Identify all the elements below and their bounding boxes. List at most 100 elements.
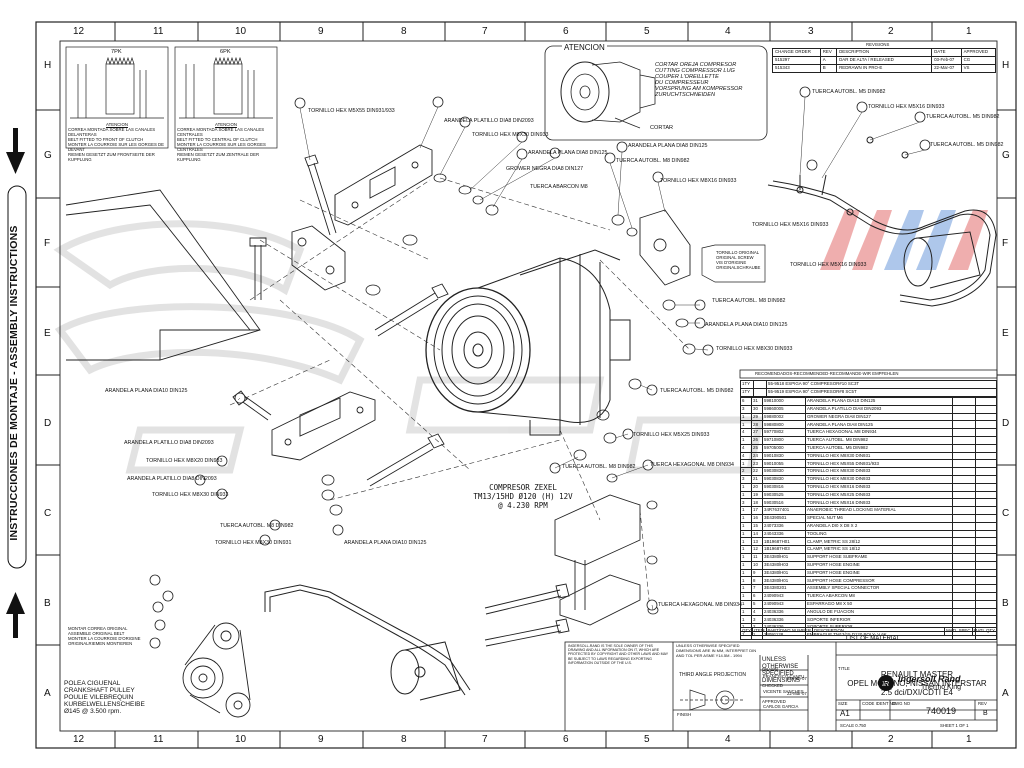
bom-cell: 1 [740, 435, 752, 445]
drawn-by: FRANCISCO CANTU [763, 674, 805, 679]
bom-cell: 59810000 [762, 397, 806, 406]
bom-cell: 3E4380201 [762, 584, 806, 593]
col-label: 1 [966, 26, 972, 37]
side-title: INSTRUCCIONES DE MONTAJE - ASSEMBLY INST… [8, 225, 20, 541]
row-label: F [1002, 238, 1009, 249]
bom-cell: 1 [740, 615, 752, 625]
hose-assembly-bottom [264, 584, 471, 701]
bom-cell [975, 451, 997, 461]
callout-label: TORNILLO HEX M5X16 DIN933 [868, 104, 945, 110]
brand-name: Thermo King [921, 684, 962, 691]
col-label: 12 [73, 734, 85, 745]
col-label: 8 [401, 734, 407, 745]
rev-cell: 515343 [772, 64, 821, 73]
bom-cell: ASSEMBLY SPECIAL CONNECTOR [805, 584, 953, 593]
belt-original-line: ASSEMBLE ORIGINAL BELT [68, 631, 125, 636]
rev-header-cell: REV [819, 48, 838, 57]
orig-screw-line: ORIGINAL SCREW [716, 255, 754, 260]
bom-cell: 59010055 [762, 459, 806, 469]
orig-screw-box [701, 244, 766, 283]
bom-cell: 59880002 [762, 412, 806, 422]
rev-value: B [983, 710, 988, 717]
bom-cell [952, 584, 976, 593]
bom-cell: 6 [740, 397, 752, 406]
bolts [232, 154, 570, 647]
bom-cell: GROWER NEGRA DIA8 DIN127 [805, 412, 953, 422]
belt-note-line: MONTER LA COURROIE SUR LES GORGES DE DEV… [68, 142, 164, 152]
bom-cell: TORNILLO HEX M8X30 DIN931 [805, 451, 953, 461]
scale-label: SCALE 0.750 [840, 723, 867, 728]
callout-label: TORNILLO HEX M8X16 DIN933 [660, 178, 737, 184]
svg-text:IR: IR [882, 681, 889, 688]
bom-cell: ARANDELA PLANA DIA10 DIN125 [805, 397, 953, 406]
bom-cell: 1 [740, 490, 752, 500]
bom-cell: 4 [740, 428, 752, 437]
bom-cell [975, 513, 997, 523]
bom-cell: 4 [740, 451, 752, 461]
pulley-line: POULIE VILEBREQUIN [64, 694, 134, 701]
callout-label: TORNILLO HEX M5X25 DIN933 [633, 432, 710, 438]
bom-cell: 59010830 [762, 451, 806, 461]
rec-cell [753, 380, 767, 389]
callout-label: TUERCA AUTOBL. M8 DIN982 [712, 298, 786, 304]
projection-symbol [680, 689, 745, 711]
rev-cell: CG [960, 56, 997, 65]
bom-cell: 3E4380lH01 [762, 576, 806, 586]
col-label: 7 [482, 26, 488, 37]
bom-cell: 31 [751, 397, 763, 406]
belt-note-line: BELT FITTED TO FRONT OF CLUTCH [68, 137, 144, 142]
callout-label: ARANDELA PLATILLO DIA8 DIN2093 [127, 476, 217, 482]
bom-cell: ARANDELA PLATILLO DIA8 DIN2093 [805, 404, 953, 414]
bom-cell: 14 [751, 529, 763, 539]
bom-cell: 24073336 [762, 521, 806, 531]
row-label: B [1002, 598, 1009, 609]
bom-cell: 3 [740, 404, 752, 414]
belt-note-line: CORREA MONTADA SOBRE LAS CANALES DELANTE… [68, 127, 156, 137]
bom-footer-cell: ITEM [752, 627, 767, 636]
bom-cell [952, 404, 976, 414]
bom-cell: TORNILLO HEX M5X55 DIN931/933 [805, 459, 953, 469]
bom-cell: 30 [751, 404, 763, 414]
bom-cell [975, 490, 997, 500]
col-label: 10 [235, 26, 247, 37]
callout-label: TUERCA HEXAGONAL M8 DIN934 [658, 602, 742, 608]
bom-cell [975, 529, 997, 539]
bom-cell: 6 [751, 591, 763, 601]
orig-screw-line: TORNILLO ORIGINAL [716, 250, 760, 255]
col-label: 11 [153, 734, 164, 745]
rev-cell: A [819, 56, 838, 65]
col-label: 8 [401, 26, 407, 37]
bom-cell: 3E4380lH03 [762, 560, 806, 570]
bom-cell [975, 474, 997, 484]
title-line: OPEL MOVANO, NISSAN INTERSTAR [847, 679, 987, 688]
bom-cell: 8 [751, 576, 763, 586]
hose-assembly-top [767, 136, 997, 307]
code-ident-label: CODE IDENT NO [862, 701, 897, 706]
bom-cell [952, 545, 976, 554]
dwg-no: 740019 [926, 706, 957, 716]
bom-cell [952, 521, 976, 531]
engine-block [65, 189, 261, 361]
bom-cell [952, 552, 976, 562]
bom-cell [952, 412, 976, 422]
bom-cell [975, 521, 997, 531]
callout-label: TUERCA AUTOBL. M5 DIN982 [926, 114, 1000, 120]
bom-list-title: LIST OF MATERIAL [846, 636, 900, 642]
compressor-line: TM13/15HD Ø120 (H) 12V [473, 492, 573, 501]
bom-cell: CLAMP, METRIC SS 18/12 [805, 545, 953, 554]
bom-cell: 1 [740, 545, 752, 554]
bom-cell: 11 [751, 552, 763, 562]
col-label: 9 [318, 734, 324, 745]
bom-cell: TUERCA AUTOBL. M8 DIN982 [805, 435, 953, 445]
callout-label: TORNILLO HEX M8X30 DIN933 [716, 346, 793, 352]
bom-cell [975, 599, 997, 609]
bom-cell [952, 529, 976, 539]
row-label: G [1002, 150, 1010, 161]
